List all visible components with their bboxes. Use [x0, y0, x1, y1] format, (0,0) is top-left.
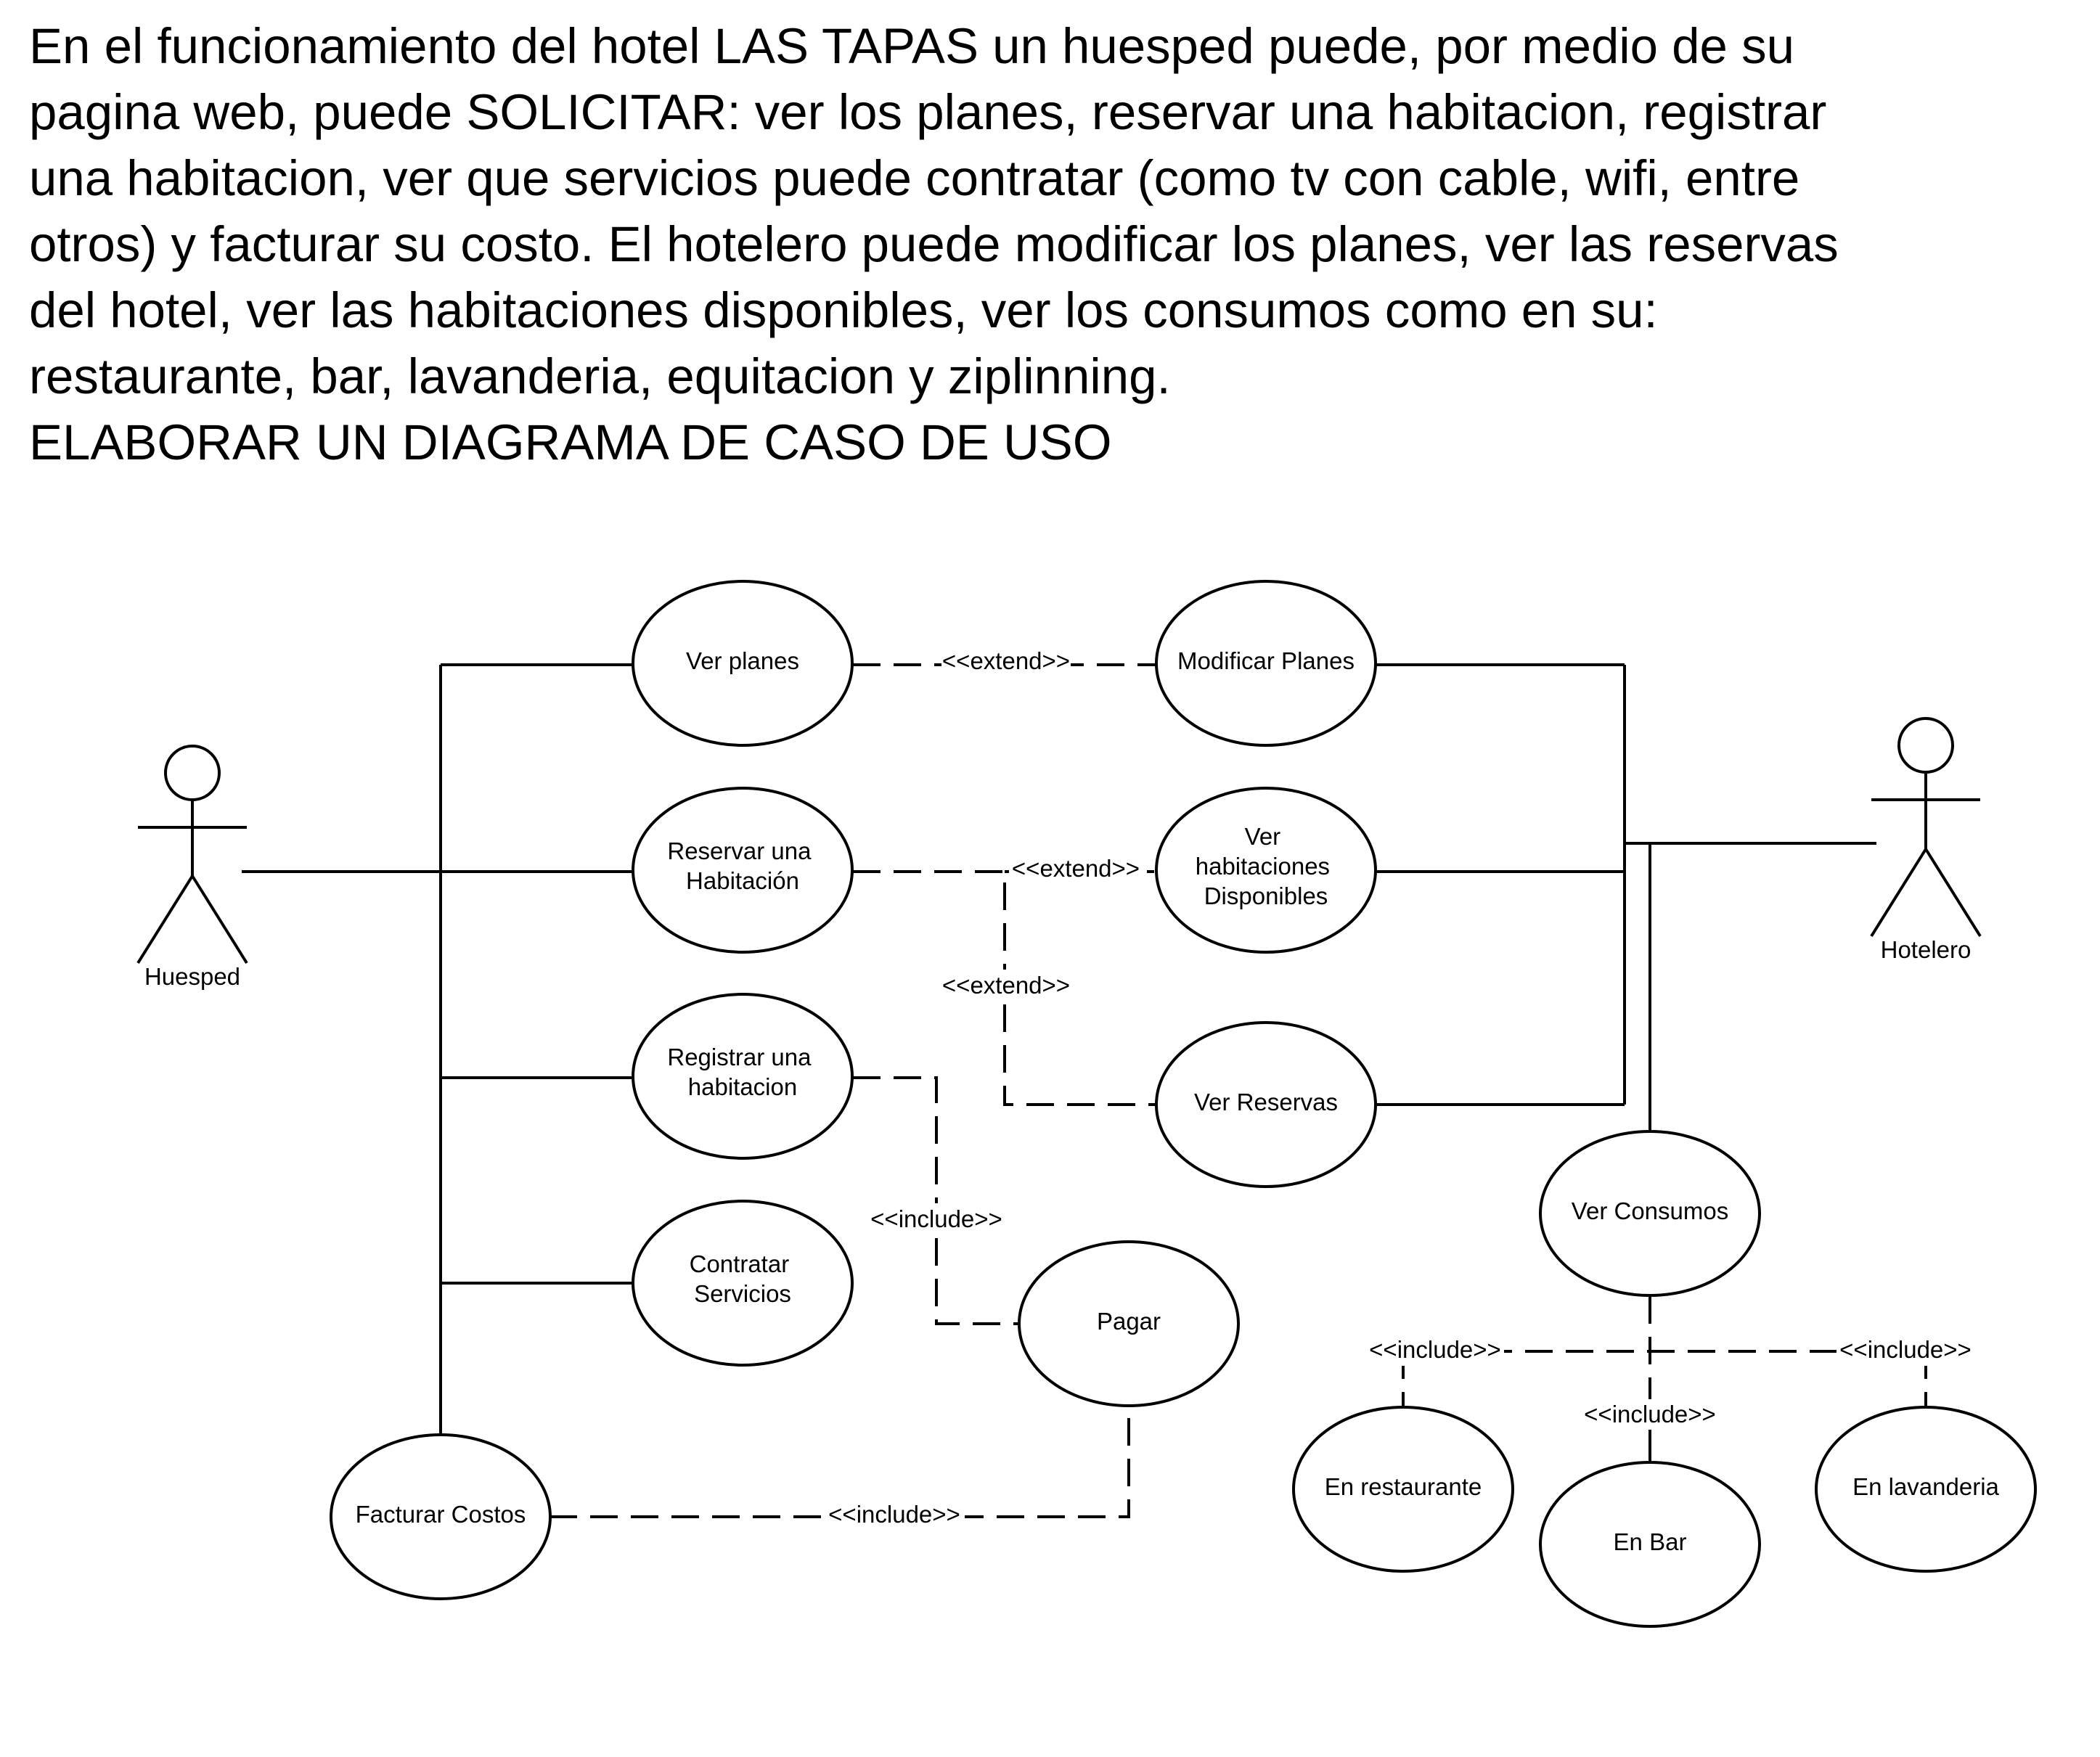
label-contratar-servicios: Contratar Servicios	[690, 1250, 796, 1307]
label-en-bar: En Bar	[1614, 1528, 1687, 1555]
label-en-restaurante-line-1: En restaurante	[1325, 1473, 1482, 1500]
label-ver-consumos: Ver Consumos	[1572, 1197, 1728, 1224]
label-registrar-line-2: habitacion	[688, 1073, 797, 1100]
label-modificar-planes: Modificar Planes	[1177, 647, 1355, 674]
label-en-bar-line-1: En Bar	[1614, 1528, 1687, 1555]
usecase-pagar[interactable]	[1018, 1240, 1240, 1407]
huesped-leg-left	[136, 875, 194, 964]
label-ver-reservas: Ver Reservas	[1194, 1089, 1338, 1115]
extend-label-reservas: <<extend>>	[942, 972, 1070, 999]
label-registrar-habitacion: Registrar una habitacion	[667, 1044, 817, 1100]
usecase-en-restaurante[interactable]	[1292, 1406, 1514, 1573]
usecase-facturar-costos[interactable]	[330, 1433, 552, 1600]
extend-label-planes: <<extend>>	[942, 647, 1070, 674]
label-ver-habitaciones-line-1: Ver	[1245, 823, 1281, 850]
usecase-ver-habitaciones[interactable]	[1155, 787, 1377, 954]
include-line-pagar	[853, 1076, 1018, 1325]
include-label-lavanderia: <<include>>	[1839, 1336, 1972, 1363]
label-ver-consumos-line-1: Ver Consumos	[1572, 1197, 1728, 1224]
huesped-leg-right	[191, 875, 248, 964]
label-reservar-line-1: Reservar una	[667, 837, 812, 864]
usecase-ver-planes[interactable]	[632, 580, 854, 747]
include-line-facturar	[549, 1408, 1130, 1518]
include-label-restaurante: <<include>>	[1369, 1336, 1501, 1363]
usecase-ver-consumos[interactable]	[1539, 1130, 1761, 1297]
usecase-contratar-servicios[interactable]	[632, 1200, 854, 1367]
usecase-registrar-habitacion[interactable]	[632, 993, 854, 1160]
include-label-facturar: <<include>>	[828, 1501, 960, 1528]
label-ver-planes: Ver planes	[686, 647, 799, 674]
label-modificar-line-1: Modificar Planes	[1177, 647, 1355, 674]
hotelero-leg-right	[1924, 848, 1982, 938]
hotelero-actor	[1870, 717, 1982, 938]
label-ver-habitaciones-line-2: habitaciones	[1196, 853, 1330, 880]
label-ver-planes-line-1: Ver planes	[686, 647, 799, 674]
huesped-head	[164, 745, 221, 801]
label-reservar-habitacion: Reservar una Habitación	[667, 837, 817, 894]
include-label-bar: <<include>>	[1584, 1401, 1716, 1428]
huesped-label: Huesped	[144, 963, 240, 990]
label-pagar-line-1: Pagar	[1097, 1308, 1161, 1335]
problem-paragraph: En el funcionamiento del hotel LAS TAPAS…	[29, 18, 1839, 404]
label-en-lavanderia: En lavanderia	[1852, 1473, 1999, 1500]
label-registrar-line-1: Registrar una	[667, 1044, 812, 1070]
label-facturar-costos: Facturar Costos	[356, 1501, 526, 1528]
label-ver-habitaciones-line-3: Disponibles	[1204, 882, 1328, 909]
hotelero-leg-left	[1870, 848, 1927, 938]
label-ver-reservas-line-1: Ver Reservas	[1194, 1089, 1338, 1115]
label-ver-habitaciones: Ver habitaciones Disponibles	[1196, 823, 1336, 909]
label-contratar-line-1: Contratar	[690, 1250, 790, 1277]
label-en-restaurante: En restaurante	[1325, 1473, 1482, 1500]
hotelero-head	[1897, 717, 1954, 774]
huesped-actor	[136, 745, 248, 964]
label-en-lavanderia-line-1: En lavanderia	[1852, 1473, 1999, 1500]
label-contratar-line-2: Servicios	[694, 1280, 791, 1307]
label-facturar-line-1: Facturar Costos	[356, 1501, 526, 1528]
problem-statement: En el funcionamiento del hotel LAS TAPAS…	[29, 13, 2076, 475]
usecase-modificar-planes[interactable]	[1155, 580, 1377, 747]
usecase-en-bar[interactable]	[1539, 1461, 1761, 1628]
usecase-reservar-habitacion[interactable]	[632, 787, 854, 954]
usecase-ver-reservas[interactable]	[1155, 1021, 1377, 1188]
label-pagar: Pagar	[1097, 1308, 1161, 1335]
usecase-en-lavanderia[interactable]	[1815, 1406, 2037, 1573]
label-reservar-line-2: Habitación	[686, 867, 799, 894]
hotelero-label: Hotelero	[1881, 936, 1972, 963]
problem-task: ELABORAR UN DIAGRAMA DE CASO DE USO	[29, 414, 1112, 470]
include-label-pagar: <<include>>	[870, 1205, 1002, 1232]
extend-label-habitaciones: <<extend>>	[1012, 855, 1140, 882]
